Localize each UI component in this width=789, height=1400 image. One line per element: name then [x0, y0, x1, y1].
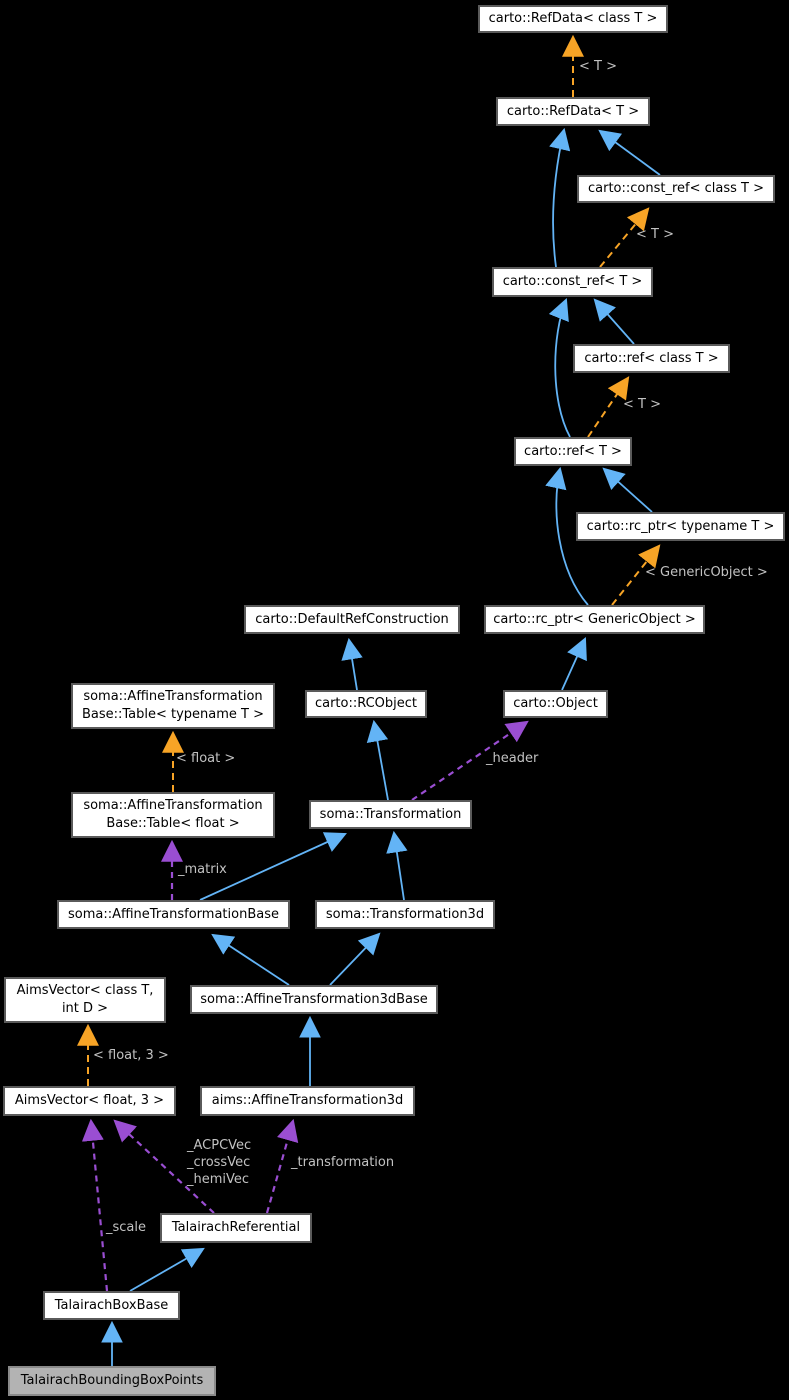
edge-const-ref-t-to-refdata-t	[549, 127, 571, 268]
class-node-aims-affine-transformation3d[interactable]: aims::AffineTransformation3d	[200, 1086, 415, 1116]
edge-label-member-scale: _scale	[106, 1220, 146, 1235]
edge-ref-t-instantiates-ref-class-t	[587, 376, 630, 438]
edge-label-template-float-3: < float, 3 >	[93, 1048, 169, 1063]
class-node-rc-ptr-typename-t[interactable]: carto::rc_ptr< typename T >	[576, 512, 785, 541]
edge-talairach-box-base-to-talairach-referential	[129, 1247, 205, 1292]
edge-ref-class-t-to-const-ref-t	[593, 298, 635, 345]
edge-label-template-float: < float >	[176, 751, 236, 766]
class-node-talairach-referential[interactable]: TalairachReferential	[160, 1213, 312, 1243]
edge-label-template-t-refdata: < T >	[579, 59, 617, 74]
edge-label-member-header: _header	[486, 751, 539, 766]
class-node-talairach-box-base[interactable]: TalairachBoxBase	[43, 1291, 180, 1320]
class-node-transformation3d[interactable]: soma::Transformation3d	[315, 900, 495, 929]
class-node-rc-object[interactable]: carto::RCObject	[305, 690, 427, 718]
edge-object-to-rc-ptr-generic-object	[561, 637, 587, 691]
edge-transformation3d-to-transformation	[386, 830, 408, 901]
edge-label-template-t-ref: < T >	[623, 397, 661, 412]
edge-talairach-referential-transformation-member-aims-affine-transformation3d	[265, 1118, 299, 1214]
edge-label-template-generic-object: < GenericObject >	[645, 565, 768, 580]
class-node-object[interactable]: carto::Object	[503, 690, 608, 718]
class-node-affine-transformation-base[interactable]: soma::AffineTransformationBase	[57, 900, 290, 929]
edge-label-member-matrix: _matrix	[178, 862, 227, 877]
class-node-ref-t[interactable]: carto::ref< T >	[514, 437, 632, 466]
class-node-refdata-t[interactable]: carto::RefData< T >	[496, 97, 650, 126]
class-node-aims-vector-float-3[interactable]: AimsVector< float, 3 >	[3, 1086, 176, 1116]
edge-rc-object-to-default-ref-construction	[341, 637, 363, 691]
edge-rc-ptr-typename-t-to-ref-t	[602, 467, 653, 513]
class-node-default-ref-construction[interactable]: carto::DefaultRefConstruction	[244, 605, 460, 634]
class-node-aims-vector-class-t[interactable]: AimsVector< class T, int D >	[4, 977, 166, 1023]
class-node-refdata-class-t[interactable]: carto::RefData< class T >	[478, 5, 668, 33]
class-node-affine-table-float[interactable]: soma::AffineTransformation Base::Table< …	[71, 792, 275, 838]
class-node-affine-transformation3d-base[interactable]: soma::AffineTransformation3dBase	[190, 985, 438, 1014]
edge-ref-t-to-const-ref-t	[548, 297, 571, 438]
edge-label-member-acpcvec-crossvec-hemivec: _ACPCVec _crossVec _hemiVec	[187, 1138, 252, 1187]
class-node-affine-table-typename-t[interactable]: soma::AffineTransformation Base::Table< …	[71, 683, 275, 729]
edge-affine-transformation3d-base-to-affine-transformation-base	[211, 933, 290, 986]
class-node-const-ref-t[interactable]: carto::const_ref< T >	[492, 267, 653, 297]
class-node-rc-ptr-generic-object[interactable]: carto::rc_ptr< GenericObject >	[484, 605, 705, 634]
edge-talairach-box-base-scale-member-aims-vector-float-3	[81, 1118, 109, 1292]
edge-label-template-t-const-ref: < T >	[636, 227, 674, 242]
class-node-talairach-bounding-box-points-current: TalairachBoundingBoxPoints	[8, 1366, 216, 1396]
class-node-const-ref-class-t[interactable]: carto::const_ref< class T >	[577, 175, 775, 203]
class-node-transformation[interactable]: soma::Transformation	[309, 800, 472, 829]
edge-label-member-transformation: _transformation	[291, 1155, 395, 1170]
edge-affine-transformation3d-base-to-transformation3d	[329, 932, 381, 986]
edge-const-ref-class-t-to-refdata-t	[598, 129, 661, 176]
edge-transformation-to-rc-object	[366, 719, 389, 801]
class-node-ref-class-t[interactable]: carto::ref< class T >	[573, 344, 730, 373]
